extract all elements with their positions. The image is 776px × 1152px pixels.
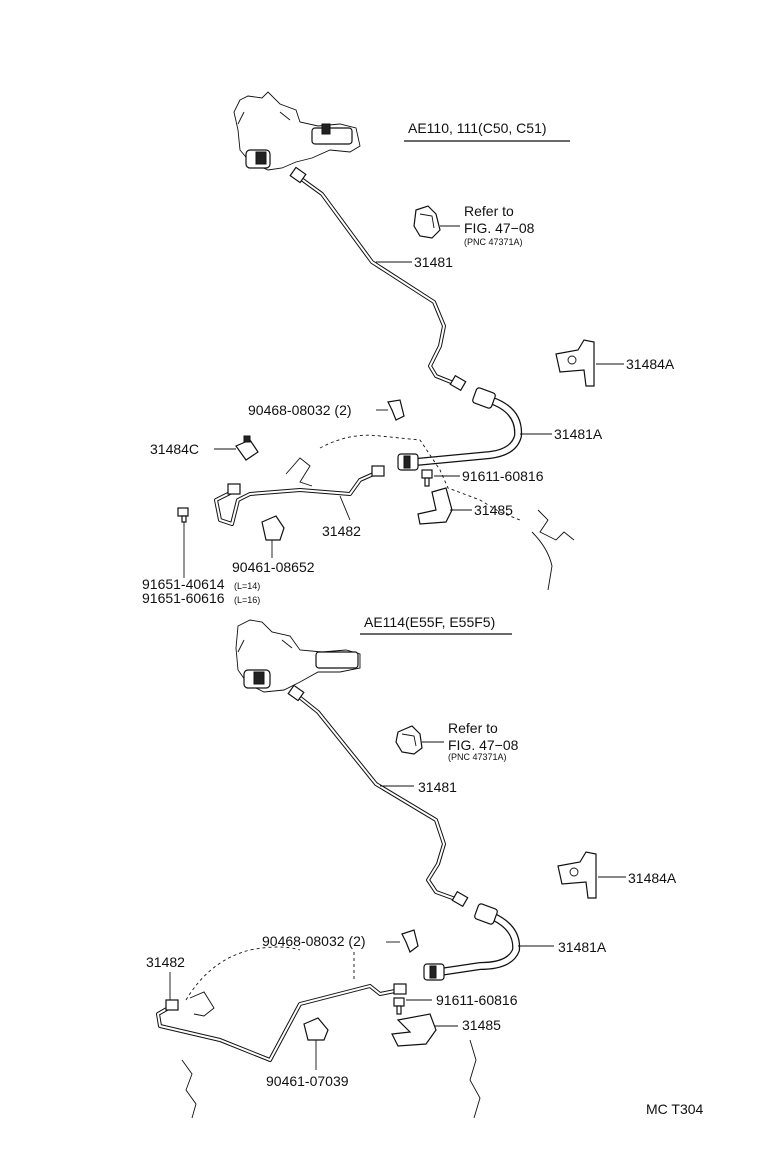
lower-bolt-91611 bbox=[393, 997, 405, 1015]
lower-bracket-31485 bbox=[391, 1013, 437, 1047]
upper-label-91651b-note: (L=16) bbox=[234, 595, 260, 605]
lower-clamp-90461 bbox=[303, 1017, 329, 1041]
lower-label-31481A: 31481A bbox=[558, 939, 607, 955]
upper-title: AE110, 111(C50, C51) bbox=[408, 120, 547, 136]
upper-body-outline bbox=[319, 434, 521, 521]
upper-label-31481: 31481 bbox=[414, 254, 453, 270]
lower-bracket-sketch bbox=[189, 991, 215, 1017]
lower-clip-90468 bbox=[401, 929, 419, 953]
lower-label-91611: 91611-60816 bbox=[436, 992, 518, 1008]
upper-refer-line3: (PNC 47371A) bbox=[464, 237, 523, 247]
lower-section: AE114(E55F, E55F5) 31481 Refer to FIG. 4… bbox=[146, 614, 677, 1119]
upper-bolt-91611 bbox=[421, 469, 433, 487]
upper-leader-31482 bbox=[339, 495, 351, 521]
upper-pipe-31482 bbox=[214, 465, 385, 526]
upper-refer-line2: FIG. 47−08 bbox=[464, 220, 535, 236]
lower-clip-icon bbox=[395, 725, 423, 755]
upper-label-31485: 31485 bbox=[474, 502, 513, 518]
upper-master-cylinder bbox=[233, 91, 361, 171]
upper-label-31481A: 31481A bbox=[554, 426, 603, 442]
lower-title: AE114(E55F, E55F5) bbox=[364, 614, 495, 630]
upper-label-31484C: 31484C bbox=[150, 441, 199, 457]
upper-transmission-curve bbox=[531, 531, 553, 591]
upper-label-90468: 90468-08032 (2) bbox=[248, 402, 352, 418]
lower-refer-line2: FIG. 47−08 bbox=[448, 737, 519, 753]
lower-refer-line3: (PNC 47371A) bbox=[448, 752, 507, 762]
lower-label-31481: 31481 bbox=[418, 779, 457, 795]
upper-label-91651b: 91651-60616 bbox=[142, 590, 225, 606]
upper-label-91651a-note: (L=14) bbox=[234, 581, 260, 591]
upper-label-91651a: 91651-40614 bbox=[142, 576, 225, 592]
upper-clip-31484C bbox=[235, 435, 259, 461]
lower-pipe-31481 bbox=[287, 684, 469, 908]
lower-label-31484A: 31484A bbox=[628, 870, 677, 886]
upper-bleeder-91651 bbox=[177, 507, 189, 523]
lower-label-90461: 90461-07039 bbox=[266, 1073, 349, 1089]
lower-hose-31481A bbox=[423, 903, 521, 981]
footer-code: MC T304 bbox=[646, 1101, 704, 1117]
upper-label-91611: 91611-60816 bbox=[462, 468, 544, 484]
upper-bracket-sketch bbox=[285, 457, 313, 487]
upper-hose-31481A bbox=[397, 387, 523, 471]
lower-master-cylinder bbox=[235, 619, 361, 693]
lower-left-body bbox=[181, 1059, 197, 1119]
upper-clamp-90461 bbox=[261, 515, 285, 541]
upper-clip-90468 bbox=[387, 399, 405, 421]
lower-bracket-31484A bbox=[557, 851, 597, 899]
upper-bracket-31485 bbox=[417, 487, 453, 525]
lower-label-31482: 31482 bbox=[146, 954, 185, 970]
upper-label-90461: 90461-08652 bbox=[232, 559, 315, 575]
upper-refer-line1: Refer to bbox=[464, 203, 514, 219]
upper-pipe-31481 bbox=[289, 166, 467, 392]
lower-right-body bbox=[469, 1039, 481, 1119]
upper-section: AE110, 111(C50, C51) 31481 Refer to FIG.… bbox=[142, 91, 675, 606]
lower-refer-line1: Refer to bbox=[448, 720, 498, 736]
lower-label-90468: 90468-08032 (2) bbox=[262, 933, 366, 949]
upper-label-31484A: 31484A bbox=[626, 356, 675, 372]
upper-bracket-31484A bbox=[555, 339, 595, 387]
upper-label-31482: 31482 bbox=[322, 523, 361, 539]
upper-clip-icon bbox=[413, 205, 441, 239]
upper-transmission-sketch bbox=[537, 509, 575, 541]
lower-label-31485: 31485 bbox=[462, 1017, 501, 1033]
lower-pipe-31482 bbox=[156, 983, 407, 1062]
